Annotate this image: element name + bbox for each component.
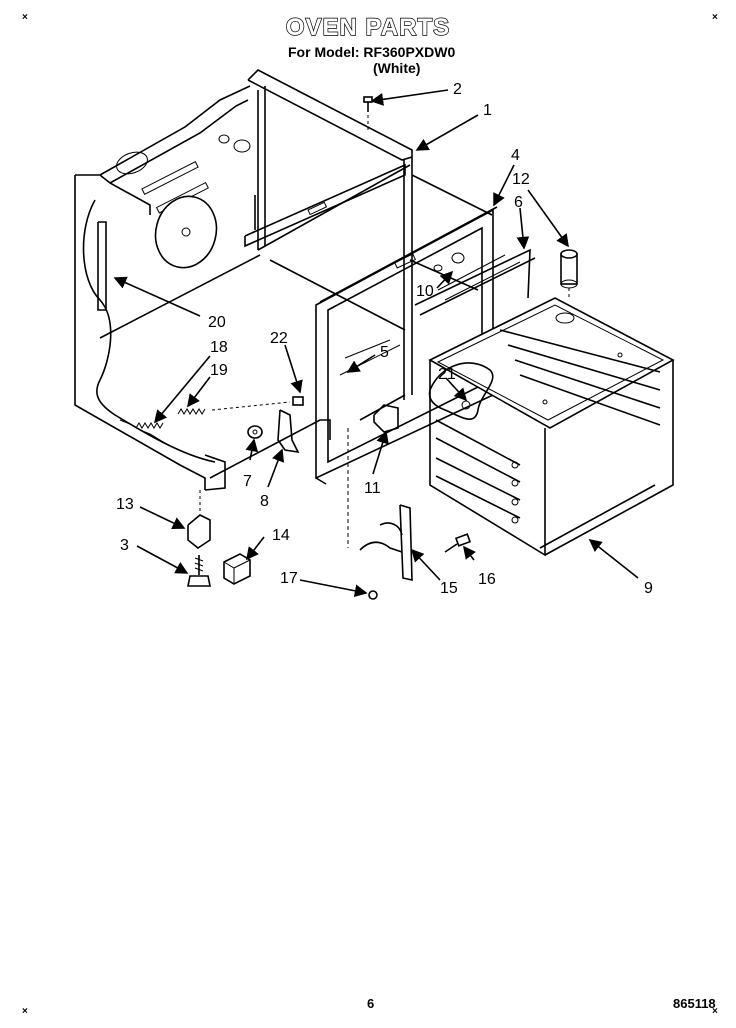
oven-cabinet [74,69,493,491]
leveling-bracket-part-13 [187,490,211,549]
callout-8: 8 [260,493,269,510]
light-lens [560,249,578,300]
page-number: 6 [367,996,375,1011]
callout-11: 11 [364,480,381,497]
callout-12: 12 [512,171,530,188]
bracket-part-8 [277,409,300,454]
callout-4: 4 [511,147,520,164]
callout-5: 5 [380,344,389,361]
callout-17: 17 [280,570,298,587]
hinge-receiver-part-11 [347,404,399,548]
callout-13: 13 [116,496,134,513]
callout-21: 21 [438,366,456,383]
block-part-14 [223,553,251,585]
callout-20: 20 [208,314,226,331]
callout-1: 1 [483,102,492,119]
callout-10: 10 [416,283,434,300]
oven-liner [428,297,675,557]
callout-18: 18 [210,339,228,356]
callout-14: 14 [272,527,290,544]
callout-19: 19 [210,362,228,379]
registration-mark-top-left: × [22,12,28,23]
rack-support [414,248,536,316]
callout-9: 9 [644,580,653,597]
nut-part-7 [247,425,263,439]
callout-16: 16 [478,571,496,588]
callout-15: 15 [440,580,458,597]
callout-3: 3 [120,537,129,554]
spring-part-18 [135,422,164,429]
callout-2: 2 [453,81,462,98]
registration-mark-bottom-left: × [22,1006,28,1017]
spring-part-19 [177,401,291,415]
document-number: 865118 [673,996,716,1011]
color-label: (White) [373,60,421,76]
leveling-leg-part-3 [187,555,211,587]
model-label: For Model: RF360PXDW0 [288,44,456,60]
screw-part-16 [444,533,472,553]
registration-mark-top-right: × [712,12,718,23]
clip-part-17 [368,590,378,600]
callout-7: 7 [243,473,252,490]
hinge-part-15 [359,504,413,582]
hinge-pin-part-22 [292,396,304,406]
callout-22: 22 [270,330,288,347]
callout-6: 6 [514,194,523,211]
registration-mark-bottom-right: × [712,1006,718,1017]
page-title: OVEN PARTS [285,13,451,41]
